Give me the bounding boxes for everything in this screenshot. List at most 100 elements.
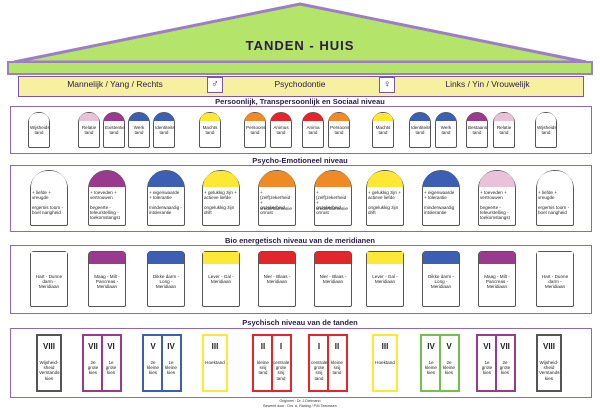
row4-tooth-name: 2e grote kies bbox=[499, 360, 511, 376]
row4-tooth-number: III bbox=[211, 342, 219, 351]
row1-tooth-label: Wijsheids tand bbox=[30, 125, 50, 136]
row1-tooth-box: Anima tand bbox=[302, 112, 324, 148]
row3-meridian-label: Dikke darm - Long - Meridiaan bbox=[152, 274, 180, 290]
row3-meridian-cap bbox=[315, 252, 351, 264]
row1-tooth-box: Bestaans tand bbox=[466, 112, 488, 148]
row1-tooth-label: Identiteits tand bbox=[411, 125, 431, 136]
row2-emotion-box: + liefde + vreugde ergernis toorn - boel … bbox=[536, 170, 574, 226]
row4-tooth-number: III bbox=[381, 342, 389, 351]
row2-emotion-cap bbox=[423, 171, 459, 187]
row2-negative-text: begeerte - teleurstelling - toekomstangs… bbox=[90, 205, 120, 221]
row1-tooth-cap bbox=[129, 113, 149, 121]
row3-meridian-label: Maag - Milt - Pancreas - Meridiaan bbox=[484, 274, 510, 290]
row3-meridian-box: Maag - Milt - Pancreas - Meridiaan bbox=[478, 251, 516, 307]
row1-tooth-box: Identiteits tand bbox=[409, 112, 431, 148]
roof bbox=[7, 2, 593, 75]
header-band bbox=[18, 76, 584, 97]
row4-tooth-name: 1e grote kies bbox=[105, 360, 117, 376]
row1-tooth-cap bbox=[436, 113, 456, 121]
row4-tooth-number: II bbox=[260, 342, 266, 351]
row3-meridian-cap bbox=[31, 252, 67, 264]
row2-emotion-cap bbox=[89, 171, 125, 187]
footer-credit-2: Bewerkt door : Drs. A. Rading / P.M.Teeu… bbox=[263, 404, 337, 408]
row1-tooth-cap bbox=[29, 113, 49, 121]
row3-meridian-cap bbox=[537, 252, 573, 264]
row2-positive-text: + (zelf)zekerheid + vrede/harmonie bbox=[260, 190, 292, 211]
row3-meridian-label: Hart - Dunne darm - Meridiaan bbox=[541, 274, 569, 290]
row4-tooth-group: IV 1e kleine kies V 2e kleine kies bbox=[420, 334, 460, 392]
row2-negative-text: ongelukkig zijn drift bbox=[204, 205, 235, 216]
level-title-4: Psychisch niveau van de tanden bbox=[242, 318, 358, 327]
row2-negative-text: ergernis toorn - boel narigheid bbox=[538, 205, 570, 216]
header-right-label: Links / Yin / Vrouwelijk bbox=[445, 79, 530, 89]
row2-emotion-box: + toeveden + vertrouwen begeerte - teleur… bbox=[478, 170, 516, 226]
row4-tooth-number: VIII bbox=[42, 342, 55, 351]
row4-tooth-name: 1e kleine kies bbox=[164, 360, 177, 376]
row2-negative-text: ergernis toorn - boel narigheid bbox=[32, 205, 64, 216]
row2-emotion-cap bbox=[31, 171, 67, 187]
row2-emotion-cap bbox=[367, 171, 403, 187]
row2-emotion-cap bbox=[479, 171, 515, 187]
row1-tooth-box: Machts tand bbox=[372, 112, 394, 148]
row2-emotion-cap bbox=[148, 171, 184, 187]
row3-meridian-box: Dikke darm - Long - Meridiaan bbox=[147, 251, 185, 307]
row3-meridian-box: Dikke darm - Long - Meridiaan bbox=[422, 251, 460, 307]
row1-tooth-cap bbox=[373, 113, 393, 121]
row4-tooth-number: VI bbox=[107, 342, 115, 351]
row2-positive-text: + eigenwaarde + tolerantie bbox=[424, 190, 455, 201]
row4-tooth-name: 1e kleine kies bbox=[424, 360, 437, 376]
row4-tooth-number: I bbox=[279, 342, 283, 351]
row1-tooth-label: Persoons tand bbox=[330, 125, 350, 136]
row4-tooth-name: 2e kleine kies bbox=[442, 360, 455, 376]
row3-meridian-box: Hart - Dunne darm - Meridiaan bbox=[30, 251, 68, 307]
row4-tooth-name: Hoektand bbox=[205, 360, 225, 365]
row4-tooth-number: VI bbox=[483, 342, 491, 351]
row3-meridian-cap bbox=[479, 252, 515, 264]
row1-tooth-cap bbox=[200, 113, 220, 121]
row3-meridian-cap bbox=[203, 252, 239, 264]
row1-tooth-label: Werk tand bbox=[440, 125, 452, 136]
row3-meridian-box: Nier - Blaas - Meridiaan bbox=[258, 251, 296, 307]
row2-positive-text: + (zelf)zekerheid + vrede/harmonie bbox=[316, 190, 348, 211]
row2-negative-text: onzekerheid onrust bbox=[260, 205, 286, 216]
row2-positive-text: + gelukkig zijn + actieve liefde bbox=[368, 190, 401, 201]
row4-tooth-number: I bbox=[317, 342, 321, 351]
row1-tooth-label: Relatie tand bbox=[81, 125, 97, 136]
row1-tooth-cap bbox=[154, 113, 174, 121]
row4-tooth-number: VII bbox=[88, 342, 98, 351]
row3-meridian-label: Lever - Gal - Meridiaan bbox=[208, 274, 234, 285]
row1-tooth-cap bbox=[271, 113, 291, 121]
level-title-3: Bio energetisch niveau van de meridianen bbox=[224, 236, 376, 245]
row4-tooth-group: III Hoektand bbox=[202, 334, 228, 392]
row2-negative-text: begeerte - teleurstelling - toekomstangs… bbox=[480, 205, 510, 221]
row4-tooth-number: IV bbox=[427, 342, 435, 351]
footer-credit-1: Origineel : Dr. J.Dielmann bbox=[279, 399, 321, 403]
row1-tooth-label: Machts tand bbox=[202, 125, 218, 136]
row1-tooth-box: Existentie tand bbox=[103, 112, 125, 148]
row2-negative-text: onzekerheid onrust bbox=[316, 205, 342, 216]
row1-tooth-label: Identiteits tand bbox=[155, 125, 175, 136]
row1-tooth-cap bbox=[410, 113, 430, 121]
row1-tooth-box: Persoons tand bbox=[244, 112, 266, 148]
row1-tooth-label: Anima tand bbox=[306, 125, 320, 136]
row4-tooth-number: V bbox=[446, 342, 452, 351]
row2-positive-text: + liefde + vreugde bbox=[538, 190, 557, 201]
row1-tooth-box: Animus tand bbox=[270, 112, 292, 148]
row2-positive-text: + toeveden + vertrouwen bbox=[480, 190, 507, 201]
row1-tooth-box: Relatie tand bbox=[78, 112, 100, 148]
row1-tooth-cap bbox=[104, 113, 124, 121]
header-center-label: Psychodontie bbox=[274, 79, 326, 89]
row1-tooth-box: Wijsheids tand bbox=[535, 112, 557, 148]
row2-negative-text: minderwaardig - intolerantie bbox=[149, 205, 182, 216]
row1-tooth-box: Werk tand bbox=[435, 112, 457, 148]
row2-positive-text: + toeveden + vertrouwen bbox=[90, 190, 117, 201]
